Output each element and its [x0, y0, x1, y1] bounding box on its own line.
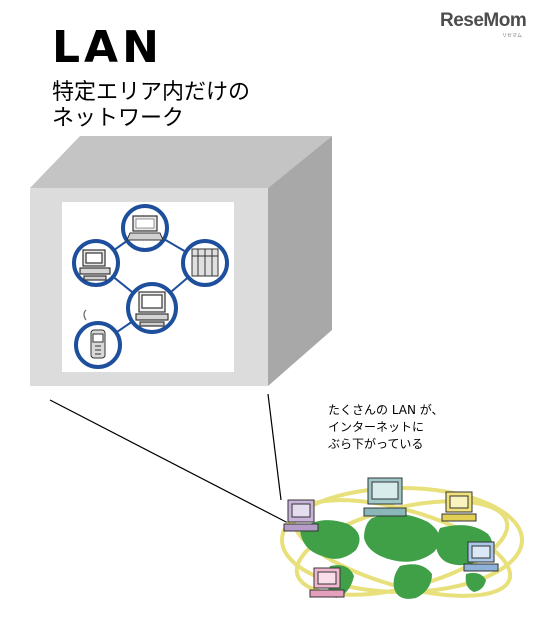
globe-computer-yellow: [441, 491, 477, 522]
subtitle-line-2: ネットワーク: [52, 106, 185, 131]
box-side-face: [268, 136, 332, 386]
globe-computer-purple: [283, 499, 319, 532]
laptop-icon: [126, 215, 164, 241]
subtitle-line-1: 特定エリア内だけの: [52, 80, 251, 105]
resemom-logo-sub: リセマム: [502, 33, 523, 39]
workstation-icon: [135, 291, 169, 327]
globe-computer-blue: [463, 541, 499, 572]
page-title: LAN: [52, 22, 163, 73]
globe-computer-teal: [363, 477, 407, 517]
lan-node-workstation: [126, 282, 178, 334]
server-rack-icon: [191, 248, 219, 277]
lan-node-desktop: [72, 239, 120, 287]
desktop-pc-icon: [79, 249, 111, 281]
caption-line-2: インターネットに: [328, 420, 425, 434]
box-top-face: [30, 136, 332, 188]
caption-line-1: たくさんの LAN が、: [328, 403, 444, 417]
lan-node-server: [181, 239, 229, 287]
caption-line-3: ぶら下がっている: [328, 437, 424, 451]
projection-line-right: [267, 393, 282, 501]
lan-node-laptop: [121, 204, 169, 252]
mobile-phone-icon: [90, 329, 106, 359]
projection-line-left: [49, 399, 291, 525]
internet-caption: たくさんの LAN が、 インターネットに ぶら下がっている: [328, 402, 508, 453]
lan-node-phone: [74, 309, 122, 369]
resemom-logo: ReseMom: [440, 10, 527, 31]
page-subtitle: 特定エリア内だけの ネットワーク: [52, 80, 250, 132]
globe-computer-pink: [309, 567, 345, 598]
